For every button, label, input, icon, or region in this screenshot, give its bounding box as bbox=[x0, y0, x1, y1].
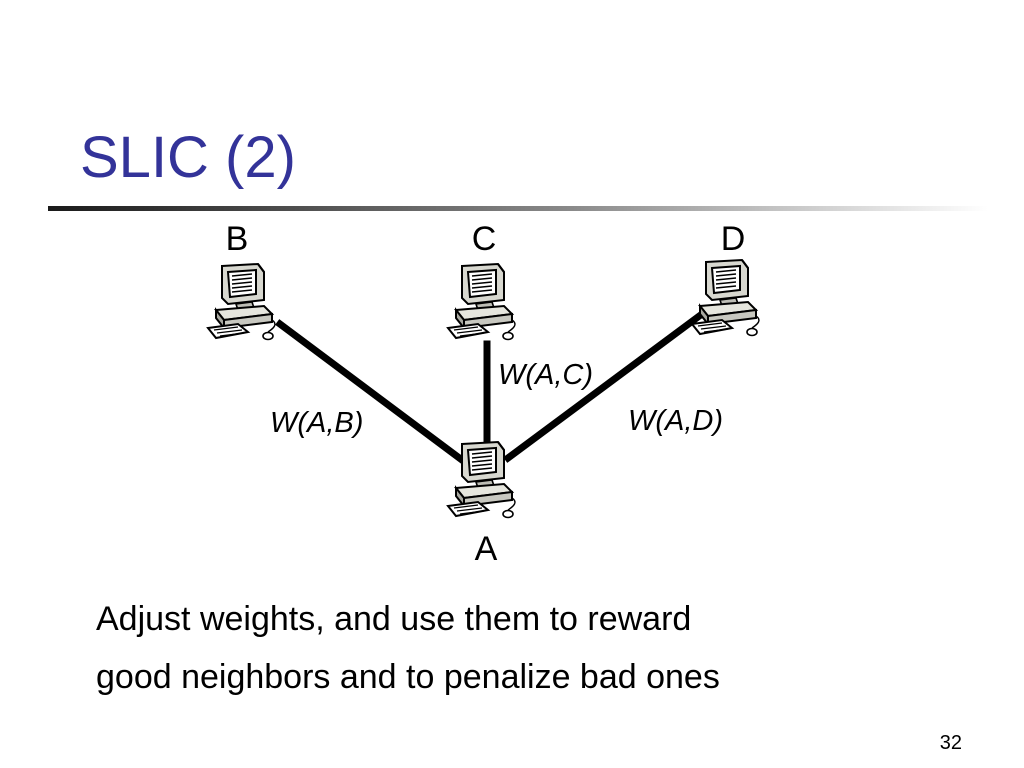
edge-label-a-d: W(A,D) bbox=[628, 405, 723, 437]
title-underline bbox=[48, 198, 988, 211]
slide-caption: Adjust weights, and use them to reward g… bbox=[96, 590, 720, 706]
node-d-computer-icon bbox=[691, 259, 760, 337]
slide-title: SLIC (2) bbox=[80, 125, 296, 190]
caption-line-1: Adjust weights, and use them to reward bbox=[96, 600, 692, 638]
node-label-a: A bbox=[475, 530, 498, 568]
node-b-computer-icon bbox=[207, 263, 276, 341]
node-c-computer-icon bbox=[447, 263, 516, 341]
caption-line-2: good neighbors and to penalize bad ones bbox=[96, 658, 720, 696]
node-label-d: D bbox=[721, 220, 746, 258]
node-label-b: B bbox=[226, 220, 249, 258]
edge-label-a-c: W(A,C) bbox=[498, 359, 593, 391]
edge-a-d bbox=[503, 309, 707, 463]
node-label-c: C bbox=[472, 220, 497, 258]
edge-a-b bbox=[275, 319, 475, 471]
page-number: 32 bbox=[939, 732, 962, 754]
edge-label-a-b: W(A,B) bbox=[270, 407, 363, 439]
